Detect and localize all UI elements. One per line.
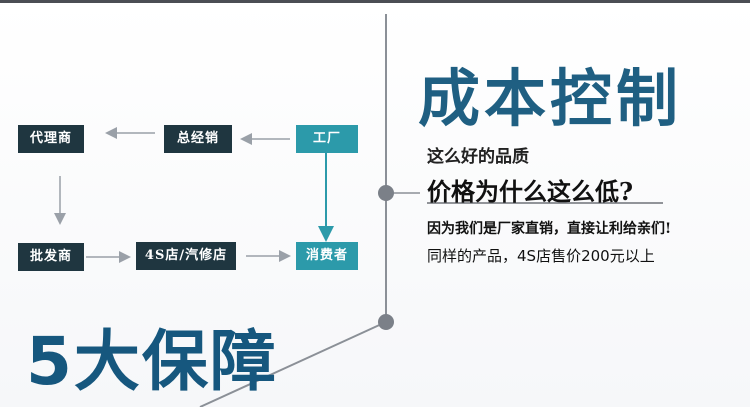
divider-node-upper	[378, 185, 394, 201]
divider-node-lower	[378, 314, 394, 330]
top-border	[0, 0, 750, 3]
copy-quality: 这么好的品质	[427, 147, 529, 167]
flow-box-general-distributor: 总经销	[164, 125, 232, 153]
flow-box-agent: 代理商	[18, 125, 84, 153]
diagonal-line	[199, 321, 387, 407]
page-title: 成本控制	[418, 62, 683, 135]
flow-box-dealer: 4S店/汽修店	[136, 242, 236, 270]
guarantee-title: 5大保障	[26, 323, 278, 400]
flow-box-wholesaler: 批发商	[18, 243, 84, 271]
copy-price-compare: 同样的产品，4S店售价200元以上	[427, 247, 655, 265]
flow-box-factory: 工厂	[296, 125, 358, 153]
copy-price-question: 价格为什么这么低?	[427, 177, 634, 206]
flow-box-consumer: 消费者	[296, 242, 358, 270]
copy-direct-sale: 因为我们是厂家直销，直接让利给亲们!	[427, 221, 672, 237]
